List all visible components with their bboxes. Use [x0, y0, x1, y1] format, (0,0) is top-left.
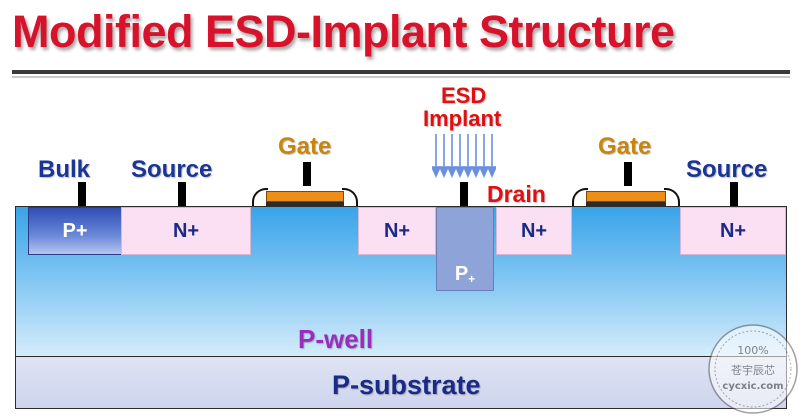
gate-right-poly	[586, 191, 666, 202]
gate-right-oxide	[586, 202, 666, 206]
drain-right-nplus-region: N+	[496, 207, 572, 255]
esd-label: ESD	[441, 83, 487, 108]
esd-pplus-superscript: +	[468, 272, 476, 286]
p-substrate-label: P-substrate	[332, 370, 481, 400]
source-left-contact	[178, 182, 186, 206]
p-well-label: P-well	[298, 324, 374, 354]
source-left-nplus-region: N+	[121, 207, 251, 255]
gate-left-spacer-right	[342, 188, 358, 208]
title-underline	[12, 70, 790, 74]
watermark-line2: 苍宇辰芯	[731, 363, 775, 377]
implant-label: Implant	[423, 106, 502, 131]
bulk-label: Bulk	[38, 156, 91, 183]
esd-implant-arrows	[432, 134, 496, 178]
source-right-nplus-region: N+	[680, 207, 786, 255]
source-right-contact	[730, 182, 738, 206]
source-right-label: Source	[686, 156, 768, 183]
bulk-contact	[78, 182, 86, 206]
watermark-line3: cycxic.com	[722, 381, 783, 392]
watermark-seal: 100% 苍宇辰芯 cycxic.com	[708, 324, 798, 414]
bulk-pplus-region: P+	[28, 207, 122, 255]
drain-left-nplus-region: N+	[358, 207, 436, 255]
gate-left-contact	[303, 162, 311, 186]
title-underline-shadow	[12, 76, 790, 78]
watermark-line1: 100%	[737, 344, 768, 357]
gate-right-label: Gate	[598, 133, 652, 160]
gate-left-oxide	[266, 202, 344, 206]
esd-pplus-region: P+	[436, 207, 494, 291]
gate-right-spacer-left	[572, 188, 588, 208]
drain-contact	[460, 182, 468, 206]
gate-right-spacer-right	[664, 188, 680, 208]
gate-left-poly	[266, 191, 344, 202]
p-substrate-region	[15, 356, 787, 409]
gate-right-contact	[624, 162, 632, 186]
gate-left-spacer-left	[252, 188, 268, 208]
esd-pplus-text: P	[454, 263, 469, 285]
page-title: Modified ESD-Implant Structure	[12, 6, 675, 57]
gate-left-label: Gate	[278, 133, 332, 160]
source-left-label: Source	[131, 156, 213, 183]
drain-label: Drain	[487, 181, 546, 207]
